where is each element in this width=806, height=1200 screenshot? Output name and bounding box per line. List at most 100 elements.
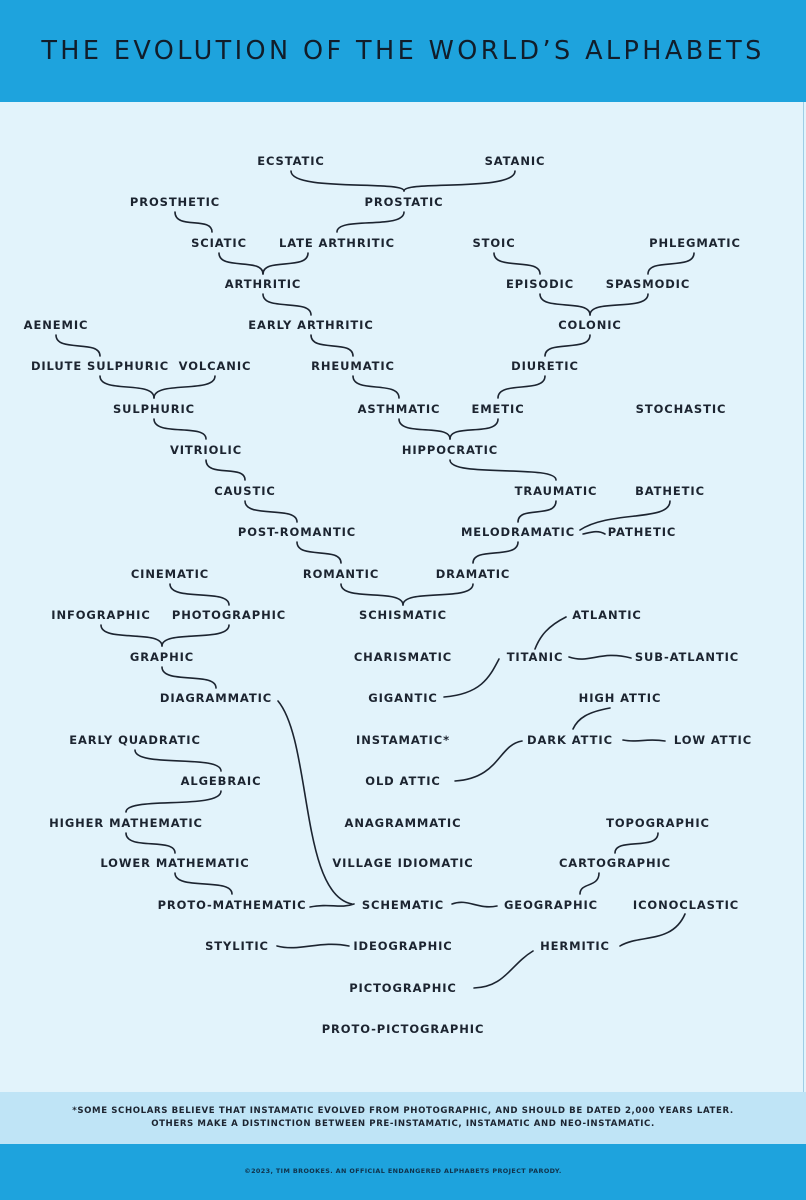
node-caustic: CAUSTIC [214, 484, 275, 498]
footnote-band [0, 1092, 806, 1144]
node-traumatic: TRAUMATIC [515, 484, 598, 498]
link-higher-mathematic-lower-mathematic [125, 832, 176, 854]
link-caustic-post-romantic [244, 500, 298, 523]
node-post-romantic: POST-ROMANTIC [238, 525, 356, 539]
node-stylitic: STYLITIC [205, 939, 269, 953]
node-photographic: PHOTOGRAPHIC [172, 608, 286, 622]
node-spasmodic: SPASMODIC [606, 277, 690, 291]
node-dilute-sulphuric: DILUTE SULPHURIC [31, 359, 169, 373]
node-cartographic: CARTOGRAPHIC [559, 856, 671, 870]
link-hermitic-pictographic [473, 950, 534, 989]
node-gigantic: GIGANTIC [368, 691, 437, 705]
node-instamatic: INSTAMATIC* [356, 733, 450, 747]
link-cinematic-photographic [169, 583, 230, 606]
node-higher-mathematic: HIGHER MATHEMATIC [49, 816, 203, 830]
node-topographic: TOPOGRAPHIC [606, 816, 710, 830]
node-late-arthritic: LATE ARTHRITIC [279, 236, 395, 250]
node-algebraic: ALGEBRAIC [181, 774, 262, 788]
node-anagrammatic: ANAGRAMMATIC [345, 816, 462, 830]
link-early-quadratic-algebraic [134, 749, 222, 772]
link-lower-mathematic-proto-mathematic [174, 872, 233, 895]
link-sulphuric-vitriolic [153, 418, 207, 440]
node-low-attic: LOW ATTIC [674, 733, 752, 747]
link-prostatic-late-arthritic [336, 211, 405, 233]
link-bathetic-melodramatic [579, 500, 671, 531]
link-prosthetic-sciatic [174, 211, 213, 233]
link-topographic-cartographic [614, 832, 659, 854]
node-romantic: ROMANTIC [303, 567, 379, 581]
node-early-arthritic: EARLY ARTHRITIC [248, 318, 373, 332]
node-aenemic: AENEMIC [24, 318, 89, 332]
node-melodramatic: MELODRAMATIC [461, 525, 575, 539]
node-proto-mathematic: PROTO-MATHEMATIC [158, 898, 307, 912]
link-vitriolic-caustic [205, 459, 246, 481]
node-diagrammatic: DIAGRAMMATIC [160, 691, 272, 705]
link-traumatic-melodramatic [517, 500, 557, 523]
node-volcanic: VOLCANIC [179, 359, 252, 373]
link-hippocratic-traumatic [449, 459, 557, 481]
node-stochastic: STOCHASTIC [636, 402, 727, 416]
link-satanic-prostatic [403, 170, 516, 192]
link-infographic-graphic [100, 624, 163, 647]
link-cartographic-geographic [579, 872, 600, 895]
link-pathetic-melodramatic [582, 530, 606, 535]
link-high-attic-dark-attic [572, 707, 611, 730]
link-sub-atlantic-titanic [568, 654, 632, 660]
link-rheumatic-asthmatic [352, 375, 400, 399]
node-hermitic: HERMITIC [540, 939, 610, 953]
link-emetic-hippocratic [449, 418, 499, 440]
node-bathetic: BATHETIC [635, 484, 705, 498]
link-photographic-graphic [161, 624, 230, 647]
node-infographic: INFOGRAPHIC [51, 608, 150, 622]
copyright-credit: ©2023, TIM BROOKES. AN OFFICIAL ENDANGER… [244, 1167, 562, 1175]
node-vitriolic: VITRIOLIC [170, 443, 242, 457]
node-early-quadratic: EARLY QUADRATIC [69, 733, 201, 747]
diagram-panel [0, 102, 806, 1092]
link-melodramatic-dramatic [472, 541, 519, 564]
node-dark-attic: DARK ATTIC [527, 733, 613, 747]
link-geographic-schematic [451, 901, 498, 908]
link-diuretic-emetic [497, 375, 546, 399]
node-satanic: SATANIC [485, 154, 546, 168]
footnote-line-1: *SOME SCHOLARS BELIEVE THAT INSTAMATIC E… [72, 1106, 734, 1116]
node-schismatic: SCHISMATIC [359, 608, 447, 622]
node-pictographic: PICTOGRAPHIC [349, 981, 457, 995]
alphabet-family-tree: ECSTATIC SATANIC PROSTHETIC PROSTATIC SC… [24, 154, 752, 1036]
node-dramatic: DRAMATIC [436, 567, 511, 581]
node-lower-mathematic: LOWER MATHEMATIC [100, 856, 249, 870]
link-post-romantic-romantic [296, 541, 342, 564]
link-titanic-gigantic [443, 658, 500, 698]
node-high-attic: HIGH ATTIC [579, 691, 662, 705]
link-sciatic-arthritic [218, 252, 264, 275]
node-prostatic: PROSTATIC [365, 195, 444, 209]
node-emetic: EMETIC [471, 402, 524, 416]
node-diuretic: DIURETIC [511, 359, 579, 373]
node-colonic: COLONIC [558, 318, 622, 332]
node-sub-atlantic: SUB-ATLANTIC [635, 650, 739, 664]
node-atlantic: ATLANTIC [572, 608, 641, 622]
link-asthmatic-hippocratic [398, 418, 451, 440]
link-dilute-sulphuric-sulphuric [99, 375, 155, 399]
link-dark-attic-old-attic [454, 740, 523, 782]
link-ecstatic-prostatic [290, 170, 405, 192]
node-schematic: SCHEMATIC [362, 898, 444, 912]
node-sulphuric: SULPHURIC [113, 402, 195, 416]
node-charismatic: CHARISMATIC [354, 650, 452, 664]
link-arthritic-early-arthritic [262, 293, 312, 316]
panel-edge-line [803, 102, 804, 1092]
link-phlegmatic-spasmodic [647, 252, 695, 275]
node-ideographic: IDEOGRAPHIC [353, 939, 452, 953]
link-proto-mathematic-schematic [309, 903, 355, 908]
node-titanic: TITANIC [507, 650, 564, 664]
node-iconoclastic: ICONOCLASTIC [633, 898, 739, 912]
node-village-idiomatic: VILLAGE IDIOMATIC [332, 856, 473, 870]
link-colonic-diuretic [544, 334, 591, 357]
node-graphic: GRAPHIC [130, 650, 194, 664]
tree-links [55, 170, 695, 989]
link-low-attic-dark-attic [622, 739, 666, 742]
node-geographic: GEOGRAPHIC [504, 898, 598, 912]
link-diagrammatic-schematic [277, 700, 353, 905]
node-old-attic: OLD ATTIC [365, 774, 440, 788]
node-pathetic: PATHETIC [608, 525, 676, 539]
node-stoic: STOIC [472, 236, 515, 250]
